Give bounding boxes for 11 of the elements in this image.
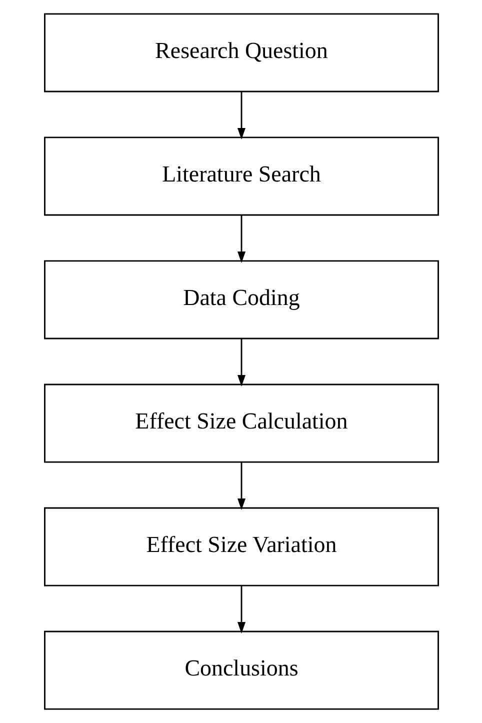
node-box: Literature Search (44, 136, 438, 216)
arrow (236, 586, 246, 634)
arrow (236, 338, 246, 386)
node-box: Conclusions (44, 630, 438, 710)
arrow (236, 215, 246, 263)
node-box: Effect Size Variation (44, 507, 438, 586)
arrow (236, 92, 246, 140)
node-box: Effect Size Calculation (44, 384, 438, 463)
node-box: Data Coding (44, 260, 438, 340)
node-box: Research Question (44, 13, 438, 92)
arrow (236, 462, 246, 510)
